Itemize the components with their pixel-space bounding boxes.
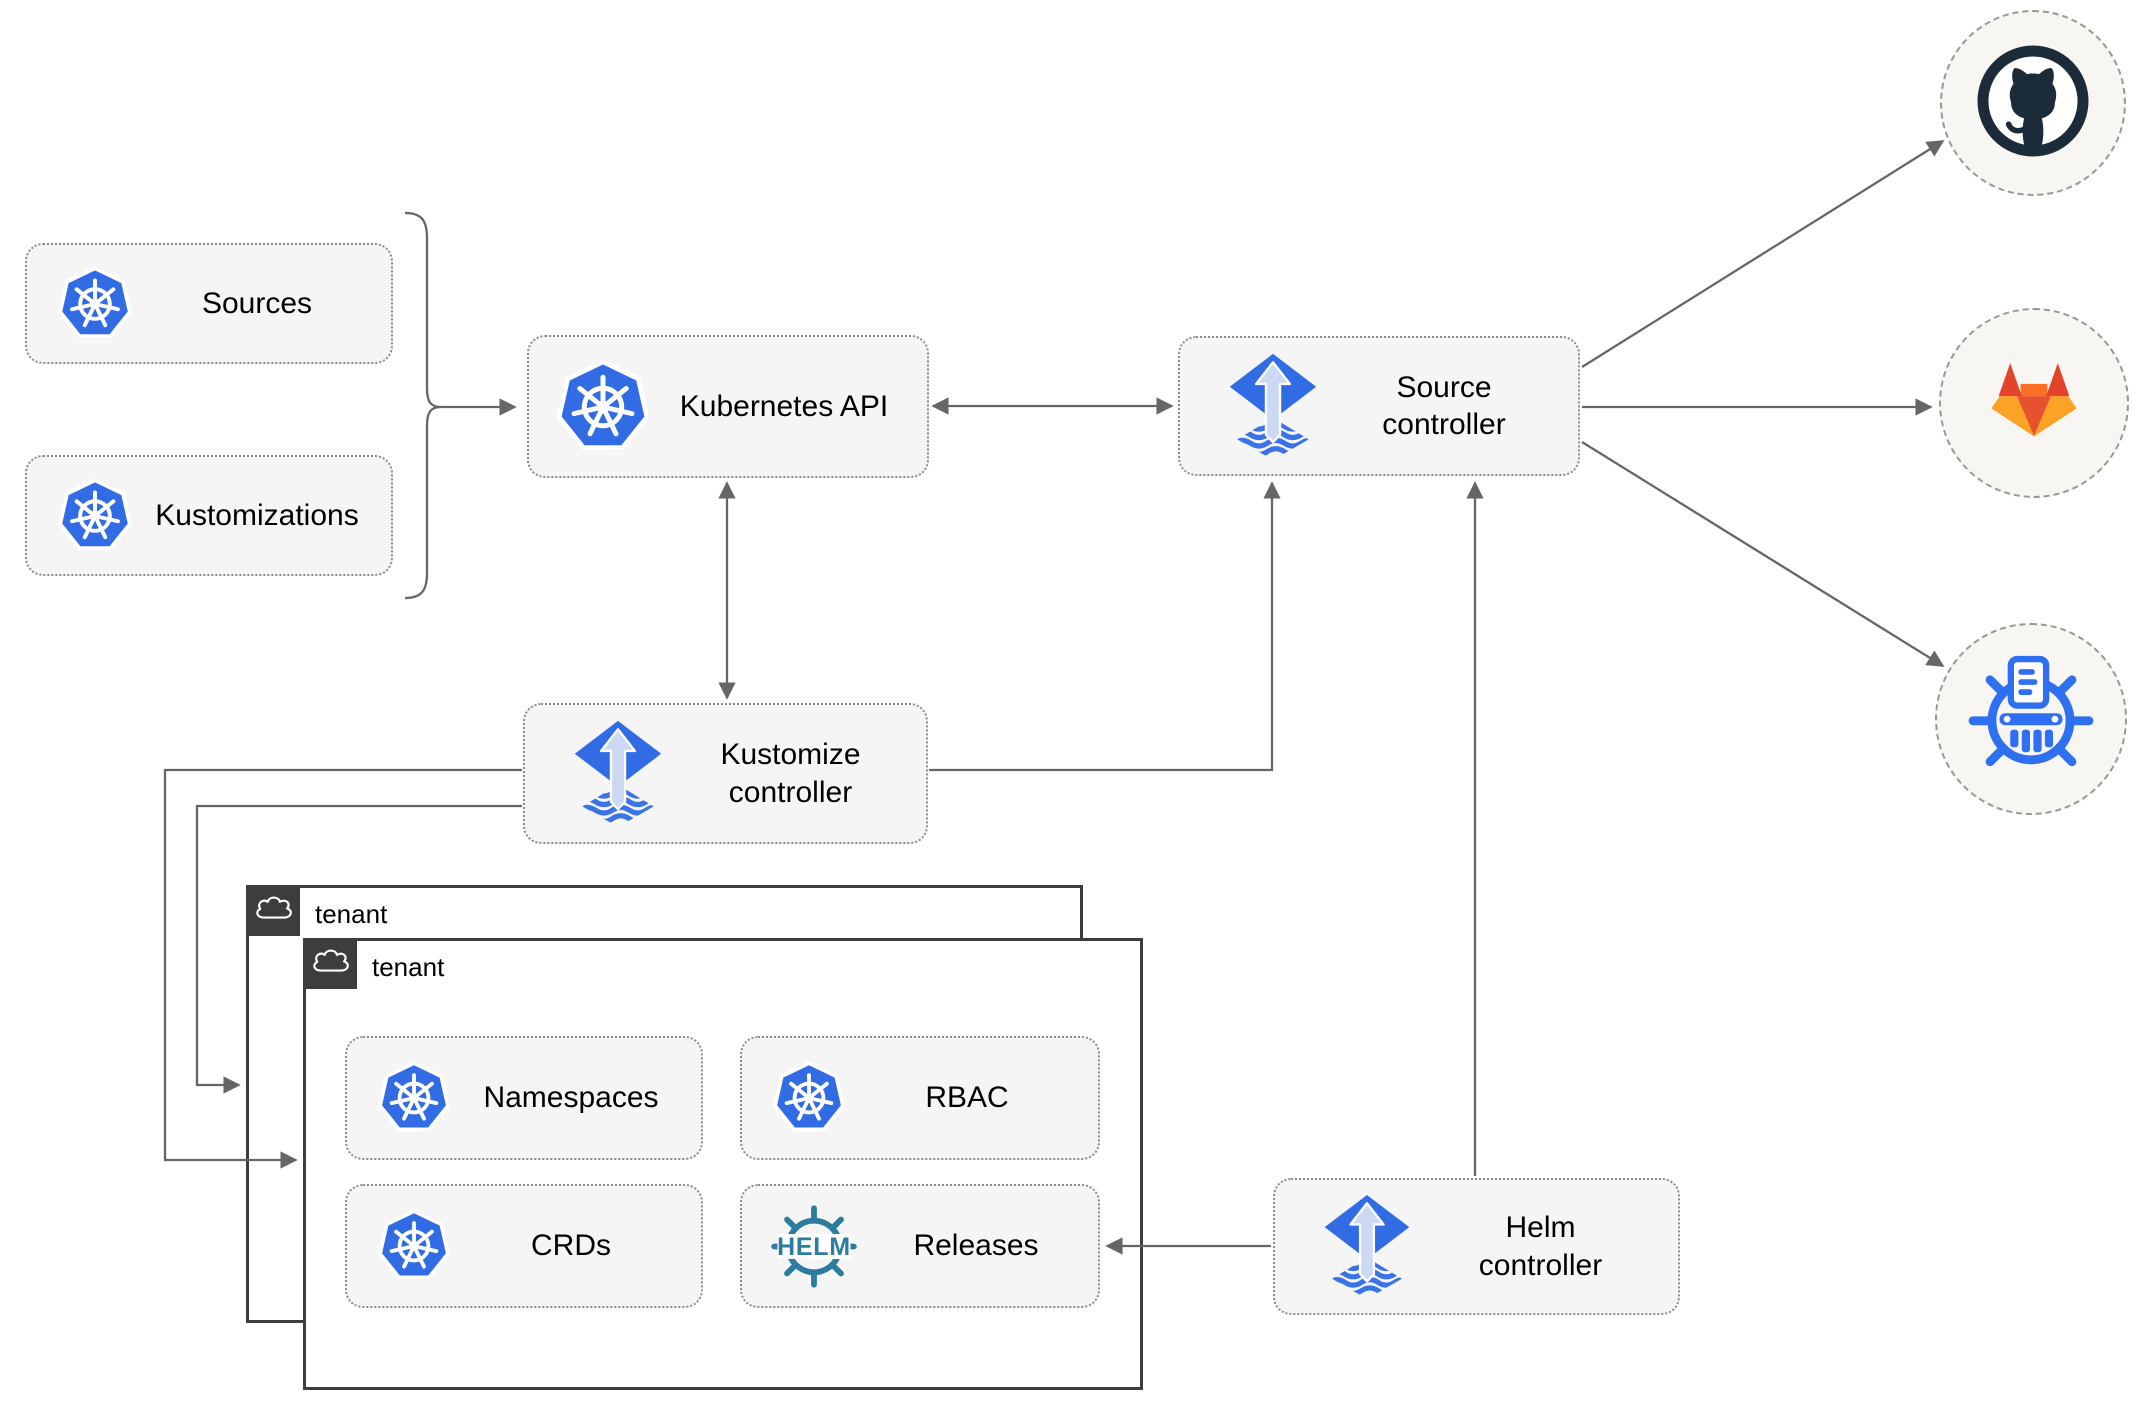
flux-icon bbox=[1226, 352, 1320, 461]
kubernetes-icon bbox=[377, 1061, 451, 1135]
node-kubernetes-api: Kubernetes API bbox=[527, 335, 929, 478]
flux-icon bbox=[571, 719, 665, 828]
node-kustomize-controller: Kustomize controller bbox=[523, 703, 928, 844]
edge-source-to-github bbox=[1581, 140, 1945, 368]
kubernetes-icon bbox=[57, 266, 133, 342]
node-label: Sources bbox=[201, 286, 313, 320]
node-crds: CRDs bbox=[345, 1184, 703, 1308]
kubernetes-icon bbox=[57, 478, 133, 554]
tenant-label: tenant bbox=[315, 899, 388, 929]
cloud-icon bbox=[253, 892, 293, 930]
node-label: CRDs bbox=[531, 1229, 611, 1263]
node-label: Releases bbox=[913, 1229, 1039, 1263]
flux-icon bbox=[1321, 1193, 1413, 1300]
kubernetes-icon bbox=[555, 359, 651, 455]
node-rbac: RBAC bbox=[740, 1036, 1100, 1160]
node-sources: Sources bbox=[25, 243, 393, 364]
remote-gitlab bbox=[1939, 308, 2129, 498]
node-helm-controller: Helm controller bbox=[1273, 1178, 1680, 1315]
node-label: Kustomize controller bbox=[720, 738, 861, 809]
kubernetes-icon bbox=[377, 1209, 451, 1283]
tenant-label: tenant bbox=[372, 952, 445, 982]
node-label: Namespaces bbox=[483, 1081, 659, 1115]
node-label: Kubernetes API bbox=[679, 389, 889, 423]
tenant-tab bbox=[303, 938, 357, 989]
edge-kustomize-to-source bbox=[929, 481, 1281, 772]
edge-source-to-harbor bbox=[1581, 441, 1945, 667]
harbor-icon bbox=[1968, 654, 2094, 785]
node-kustomizations: Kustomizations bbox=[25, 455, 393, 576]
tenant-tab bbox=[246, 885, 300, 936]
helm-icon bbox=[764, 1205, 864, 1288]
node-releases: Releases bbox=[740, 1184, 1100, 1308]
bracket-sources-group bbox=[404, 211, 442, 600]
github-icon bbox=[1972, 40, 2094, 167]
node-label: RBAC bbox=[925, 1081, 1009, 1115]
node-namespaces: Namespaces bbox=[345, 1036, 703, 1160]
node-source-controller: Source controller bbox=[1178, 336, 1580, 476]
remote-harbor bbox=[1935, 623, 2127, 815]
node-label: Kustomizations bbox=[155, 498, 359, 532]
cloud-icon bbox=[310, 945, 350, 983]
node-label: Source controller bbox=[1382, 370, 1506, 442]
node-label: Helm controller bbox=[1478, 1211, 1603, 1282]
remote-github bbox=[1940, 10, 2126, 196]
gitlab-icon bbox=[1973, 340, 2095, 467]
kubernetes-icon bbox=[772, 1061, 846, 1135]
tenant-group-front: tenant bbox=[303, 938, 1143, 1390]
